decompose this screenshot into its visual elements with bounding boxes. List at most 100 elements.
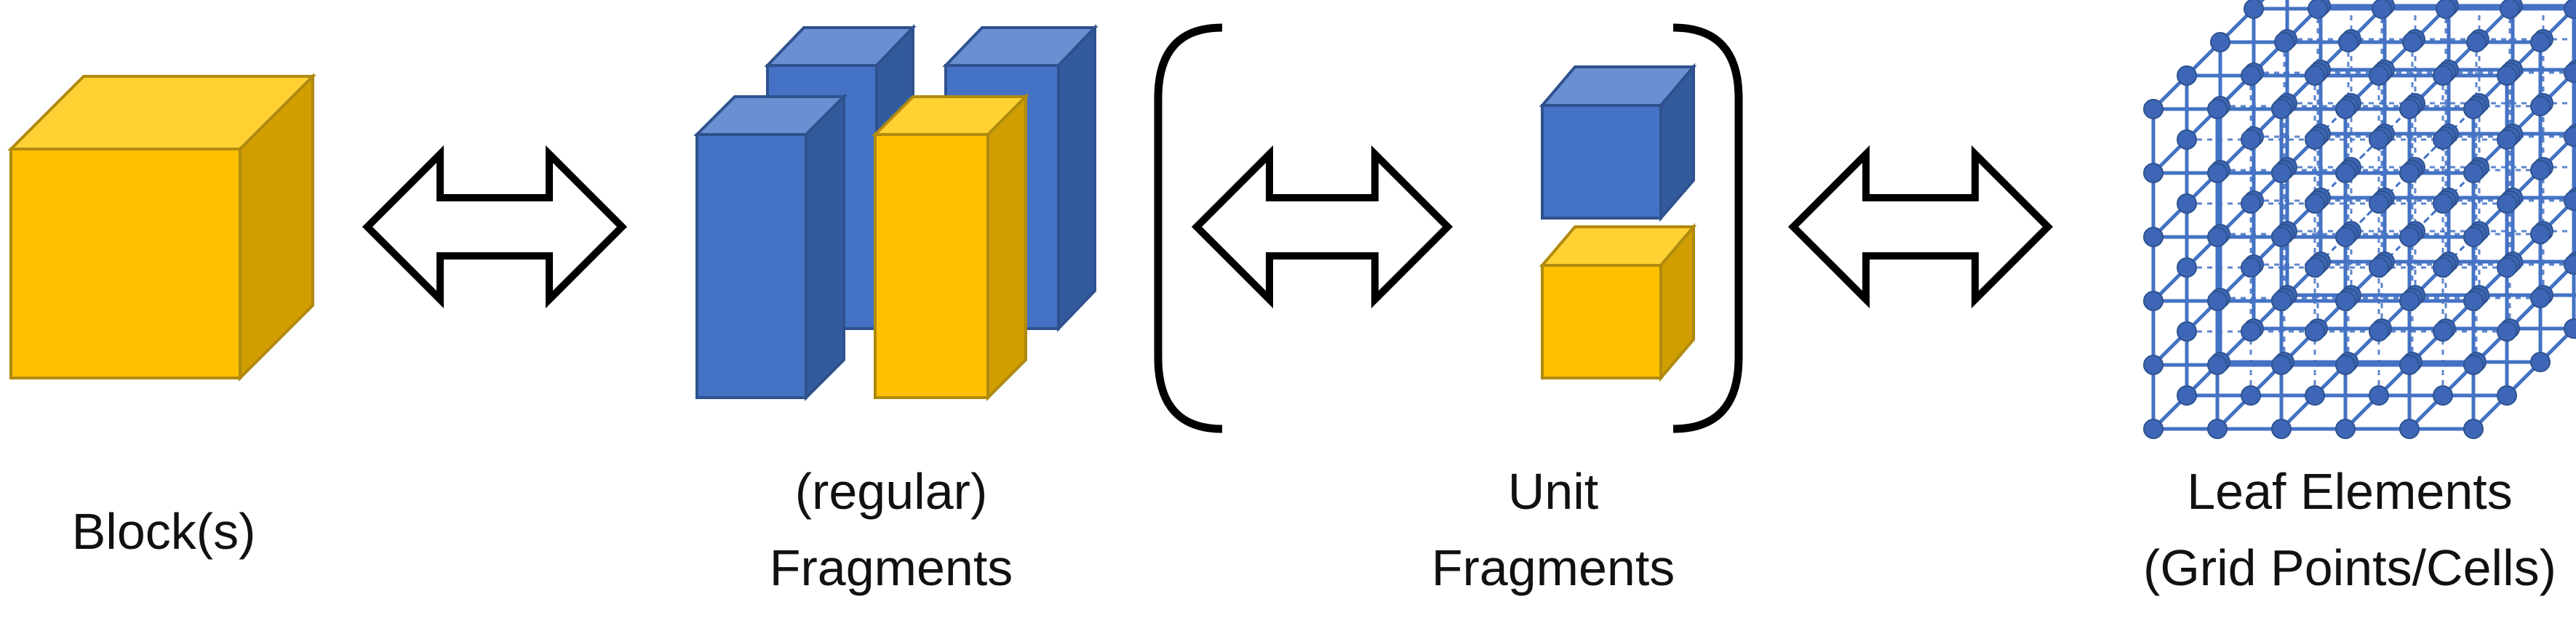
grid-point [2399,355,2420,375]
grid-edge [2408,0,2521,110]
unit-cubes-icon [1539,63,1697,382]
grid-edge [2280,260,2450,430]
grid-edge [2216,260,2386,430]
grid-point [2463,291,2484,311]
block-front-face [9,148,242,379]
grid-point [2241,385,2261,406]
grid-edge [2152,196,2322,366]
grid-point [2402,32,2423,52]
grid-point [2143,227,2164,247]
grid-point [2530,160,2551,180]
grid-point [2463,355,2484,375]
grid-point [2305,321,2325,342]
grid-point [2207,291,2228,311]
grid-point [2335,419,2356,439]
grid-point [2369,385,2389,406]
grid-point [2530,96,2551,116]
right-bracket [1672,23,1743,433]
grid-point [2530,352,2551,372]
grid-point [2335,227,2356,247]
grid-point [2436,0,2456,19]
grid-point [2433,385,2453,406]
fragment-column-yellow [872,93,1029,401]
grid-point [2497,129,2517,150]
block-cube-icon [7,73,316,382]
grid-point [2369,65,2389,86]
grid-point [2274,32,2294,52]
grid-point [2497,257,2517,278]
grid-point [2305,193,2325,214]
grid-point [2500,0,2520,19]
grid-edge [2472,4,2576,110]
grid-point [2497,65,2517,86]
label-unit-fragments-line2: Fragments [1432,539,1675,596]
fragment-column-blue [693,93,848,401]
grid-point [2497,321,2517,342]
grid-point [2305,257,2325,278]
grid-point [2564,126,2576,147]
grid-point [2433,321,2453,342]
grid-point [2530,224,2551,244]
grid-point [2530,32,2551,52]
grid-point [2335,291,2356,311]
grid-point [2372,0,2392,19]
grid-point [2463,419,2484,439]
grid-point [2271,419,2292,439]
grid-point [2305,129,2325,150]
grid-point [2463,163,2484,183]
grid-point [2241,193,2261,214]
grid-point [2497,193,2517,214]
grid-point [2564,254,2576,275]
grid-point [2335,99,2356,119]
grid-edge [2152,260,2322,430]
unit-cube-yellow [1539,222,1697,382]
grid-point [2210,32,2230,52]
grid-point [2564,318,2576,339]
grid-point [2466,32,2487,52]
labels: Block(s) (regular) Fragments Unit Fragme… [72,463,2556,596]
grid-point [2335,163,2356,183]
label-leaf-elements-line1: Leaf Elements [2187,463,2512,520]
grid-point [2271,163,2292,183]
grid-point [2399,419,2420,439]
double-arrow-icon [1787,145,2054,309]
grid-point [2433,65,2453,86]
grid-point [2271,355,2292,375]
grid-point [2433,129,2453,150]
grid-point [2177,193,2197,214]
grid-point [2369,321,2389,342]
fragment-columns-icon [693,24,1098,401]
grid-point [2143,163,2164,183]
grid-point [2207,355,2228,375]
grid-point [2463,227,2484,247]
grid-point [2305,385,2325,406]
label-block: Block(s) [72,503,256,560]
grid-point [2308,0,2328,19]
grid-point [2177,65,2197,86]
grid-point [2369,129,2389,150]
grid-point [2241,129,2261,150]
unit-cube-blue [1539,63,1697,222]
grid-point [2271,227,2292,247]
grid-point [2207,419,2228,439]
grid-point [2244,0,2264,19]
grid-point [2433,257,2453,278]
grid-point [2271,291,2292,311]
grid-point [2241,321,2261,342]
grid-point [2177,257,2197,278]
grid-point [2497,385,2517,406]
grid-point [2433,193,2453,214]
label-regular-fragments-line1: (regular) [795,463,988,520]
label-regular-fragments-line2: Fragments [770,539,1013,596]
grid-point [2207,227,2228,247]
grid-point [2564,0,2576,19]
grid-point [2530,288,2551,308]
grid-point [2369,193,2389,214]
grid-point [2399,291,2420,311]
grid-point [2241,65,2261,86]
grid-edge [2152,132,2322,302]
grid-point [2143,291,2164,311]
grid-point [2207,163,2228,183]
grid-point [2271,99,2292,119]
